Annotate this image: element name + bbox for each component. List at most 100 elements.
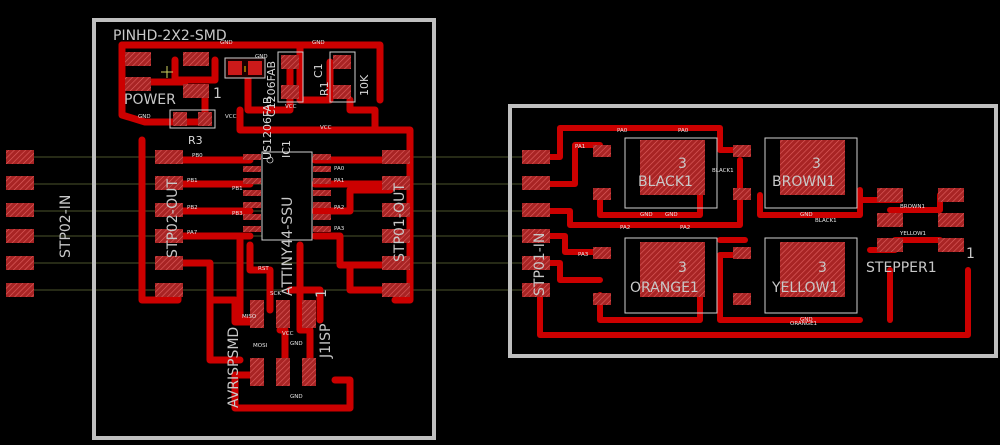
black1-label: BLACK1 [638,174,693,190]
stp02-out-label: STP02-OUT [165,179,181,258]
stp01-out-label: STP01-OUT [392,183,408,262]
power-pad [183,84,209,98]
led-c1206-component [224,57,266,79]
svg-text:PA3: PA3 [578,252,589,258]
svg-text:GND: GND [640,212,653,218]
svg-text:VCC: VCC [225,114,237,120]
svg-text:PB3: PB3 [232,211,243,217]
svg-text:GND: GND [220,40,233,46]
j1isp-label: J1ISP [318,324,334,360]
svg-text:BLACK1: BLACK1 [712,168,734,174]
r3-pad [173,112,187,126]
stepper1-pin-label: 1 [966,246,975,262]
svg-text:PB0: PB0 [192,153,203,159]
r1-label: R1 [318,81,331,96]
capacitor-c1 [277,51,304,103]
svg-text:PB2: PB2 [187,205,198,211]
orange1-mosfet: 3 ORANGE1 [593,237,718,314]
power-pad [125,77,151,91]
power-label: POWER [124,92,176,108]
svg-text:GND: GND [800,212,813,218]
c1-label: C1 [312,63,325,78]
black1-mosfet: 3 BLACK1 [593,137,718,209]
power-pin-label: 1 [213,86,222,102]
svg-text:MISO: MISO [242,314,257,320]
svg-text:PA0: PA0 [617,128,628,134]
svg-text:PA0: PA0 [678,128,689,134]
right-board-traces [537,125,971,338]
power-pad [183,52,209,66]
c1-pad [281,85,299,99]
isp-pin-label: 1 [314,289,330,298]
svg-text:PB1: PB1 [232,186,243,192]
r10k-label: 10K [358,74,371,96]
svg-text:RST: RST [258,266,269,272]
svg-text:PA0: PA0 [334,166,345,172]
svg-text:BLACK1: BLACK1 [815,218,837,224]
svg-text:PA2: PA2 [334,205,344,211]
ic1-label: IC1 [280,140,293,158]
led-pad [248,61,262,75]
svg-text:SCK: SCK [270,291,281,297]
svg-text:VCC: VCC [320,125,332,131]
svg-text:YELLOW1: YELLOW1 [899,231,926,237]
svg-text:3: 3 [812,156,821,172]
svg-text:PA3: PA3 [334,226,345,232]
r1-pad [333,85,351,99]
stp01-in-label: STP01-IN [532,233,548,296]
stp01-out-header [382,150,410,297]
svg-text:PA1: PA1 [575,144,585,150]
svg-text:GND: GND [290,394,303,400]
led-pad [228,61,242,75]
r3-pad [198,112,212,126]
cap-led-label: C1206FAB [265,61,278,117]
orange1-label: ORANGE1 [630,280,699,296]
right-net-labels: PA0 PA0 PA1 PA2 PA2 PA3 GND GND GND GND … [575,128,926,327]
us1206-label: US1206FAB [261,97,274,160]
left-net-labels: GND GND GND GND VCC VCC VCC PB0 PB1 PB1 … [138,40,345,400]
c1-pad [281,55,299,69]
svg-text:PA1: PA1 [334,178,344,184]
j1isp-header [250,300,316,386]
brown1-label: BROWN1 [772,174,836,190]
svg-text:PB1: PB1 [187,178,198,184]
stp02-out-header [155,150,183,297]
svg-text:BROWN1: BROWN1 [900,204,925,210]
svg-text:PA7: PA7 [187,230,198,236]
svg-text:GND: GND [290,341,303,347]
power-pad [125,52,151,66]
right-board-outline [508,104,998,358]
svg-text:ORANGE1: ORANGE1 [790,321,817,327]
svg-text:PA2: PA2 [620,225,630,231]
stepper1-label: STEPPER1 [866,260,937,276]
avrispsmd-label: AVRISPSMD [226,327,242,408]
left-board: PINHD-2X2-SMD POWER 1 R3 C1206FAB US1206… [92,18,436,440]
brown1-mosfet: 3 BROWN1 [733,137,858,209]
svg-text:GND: GND [312,40,325,46]
right-board: STP01-IN 3 BLACK1 3 BROWN1 3 ORANGE1 [508,104,998,358]
stp02-in-header: STP02-IN [6,150,74,297]
svg-text:GND: GND [665,212,678,218]
svg-text:3: 3 [678,260,687,276]
stepper1-header: STEPPER1 1 [866,188,975,276]
svg-text:GND: GND [800,317,813,323]
left-board-outline [92,18,436,440]
pinhd-label: PINHD-2X2-SMD [113,28,227,44]
power-header [125,52,209,98]
svg-text:VCC: VCC [282,331,294,337]
svg-text:MOSI: MOSI [253,343,268,349]
svg-text:3: 3 [818,260,827,276]
stp02-in-label: STP02-IN [58,195,74,258]
yellow1-mosfet: 3 YELLOW1 [733,237,858,314]
r1-pad [333,55,351,69]
attiny-label: ATTINY44-SSU [280,197,296,296]
svg-text:3: 3 [678,156,687,172]
stp01-in-header: STP01-IN [522,150,550,297]
resistor-r1 [329,51,356,103]
svg-text:GND: GND [138,114,151,120]
resistor-r3 [169,109,216,129]
svg-text:PA2: PA2 [680,225,690,231]
yellow1-label: YELLOW1 [771,280,838,296]
svg-text:VCC: VCC [285,104,297,110]
